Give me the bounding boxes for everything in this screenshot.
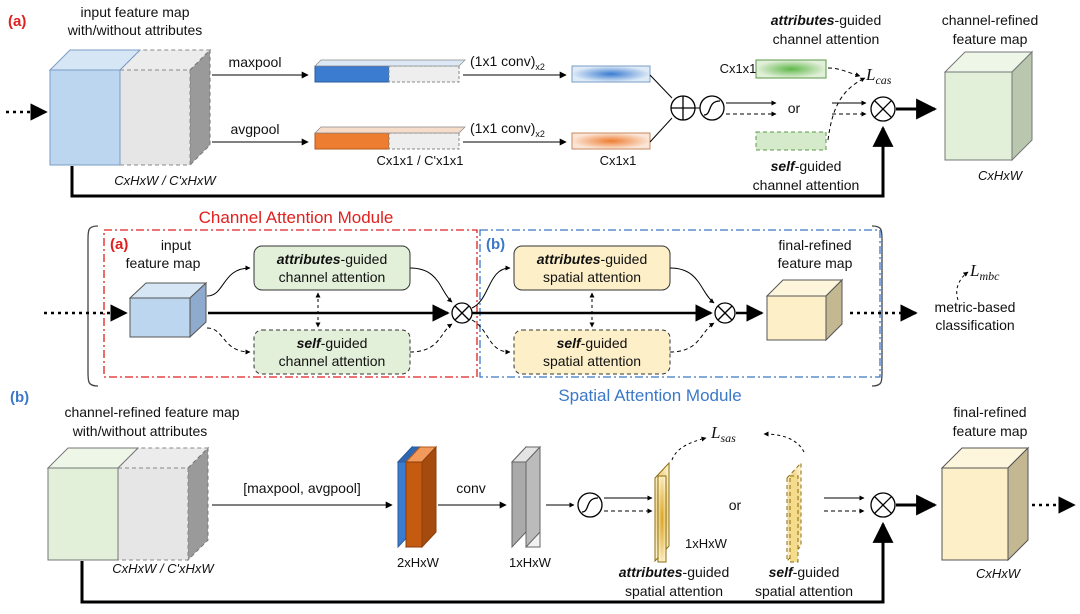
ov-input-label-2: feature map <box>126 255 201 271</box>
attr-spatial-title-2: spatial attention <box>625 583 723 599</box>
overview-left-bracket <box>87 225 99 387</box>
conv-label-b: conv <box>456 480 486 496</box>
ov-self-spatial-2: spatial attention <box>543 353 641 369</box>
avgpool-label: avgpool <box>230 121 279 137</box>
pool-label: [maxpool, avgpool] <box>243 480 361 496</box>
panel-b: (b) channel-refined feature map with/wit… <box>10 389 1076 604</box>
conv-top-label: (1x1 conv)x2 <box>470 53 545 72</box>
sam-box <box>479 229 881 378</box>
cam-title: Channel Attention Module <box>199 208 394 227</box>
panel-b-input-dims: CxHxW / C'xHxW <box>112 561 215 576</box>
overview-right-bracket <box>871 225 883 387</box>
self-channel-title-2: channel attention <box>753 177 860 193</box>
ov-self-spatial-1: self-guided <box>557 335 628 351</box>
cam-box <box>103 229 478 378</box>
panel-a-tag: (a) <box>8 13 26 30</box>
conv-map <box>510 445 542 549</box>
self-channel-vector <box>755 131 827 151</box>
ov-attr-channel-2: channel attention <box>279 269 386 285</box>
elementwise-product-icon-b <box>870 492 896 518</box>
panel-a-skip-connection <box>70 125 894 198</box>
maxpool-vector <box>314 59 466 83</box>
ov-self-channel-1: self-guided <box>297 335 368 351</box>
panel-a: (a) input feature map with/without attri… <box>6 4 1039 198</box>
avgpool-conv-output <box>571 132 651 150</box>
attr-channel-vector <box>755 59 827 79</box>
panel-b-skip-connection <box>80 521 894 604</box>
or-label-a: or <box>788 100 801 116</box>
self-channel-title-1: self-guided <box>771 158 842 174</box>
self-spatial-map <box>786 461 802 563</box>
attr-channel-title-1: attributes-guided <box>771 12 882 28</box>
maxpool-conv-output <box>571 65 651 83</box>
metric-label-1: metric-based <box>935 299 1016 315</box>
self-spatial-title-2: spatial attention <box>755 583 853 599</box>
attr-spatial-map <box>654 461 670 563</box>
self-spatial-title-1: self-guided <box>769 564 840 580</box>
panel-a-out-label-1: channel-refined <box>942 12 1039 28</box>
ov-final-label-2: feature map <box>778 255 853 271</box>
attn-dims-b: 1xHxW <box>685 536 728 551</box>
ov-product-icon-1 <box>451 302 473 324</box>
ov-self-channel-2: channel attention <box>279 353 386 369</box>
ov-attr-spatial-2: spatial attention <box>543 269 641 285</box>
conv-dims-b: 1xHxW <box>509 555 552 570</box>
loss-mbc: Lmbc <box>969 261 1000 283</box>
overview: Channel Attention Module Spatial Attenti… <box>44 208 1015 405</box>
loss-cas: Lcas <box>865 65 892 87</box>
metric-label-2: classification <box>935 317 1014 333</box>
panel-b-input-label-1: channel-refined feature map <box>64 404 239 420</box>
elementwise-sum-icon <box>670 95 696 121</box>
ov-self-spatial-box <box>513 329 671 375</box>
ov-input-cube <box>128 281 208 339</box>
ov-input-label-1: input <box>161 237 191 253</box>
sigmoid-icon-b <box>577 492 603 518</box>
panel-a-input-dims: CxHxW / C'xHxW <box>114 173 217 188</box>
ov-self-channel-box <box>253 329 411 375</box>
attr-channel-title-2: channel attention <box>773 31 880 47</box>
conv-out-dims: Cx1x1 <box>600 153 637 168</box>
sam-title: Spatial Attention Module <box>558 386 741 405</box>
panel-b-input-label-2: with/without attributes <box>72 423 208 439</box>
panel-a-input-label-2: with/without attributes <box>67 22 203 38</box>
panel-b-out-label-2: feature map <box>953 423 1028 439</box>
attr-dims: Cx1x1 <box>720 61 757 76</box>
panel-a-out-dims: CxHxW <box>978 168 1024 183</box>
panel-a-input-cube <box>48 48 212 167</box>
or-label-b: or <box>729 497 742 513</box>
pooled-dims: Cx1x1 / C'x1x1 <box>376 153 463 168</box>
pooled-dims-b: 2xHxW <box>397 555 440 570</box>
avgpool-vector <box>314 126 466 150</box>
channel-refined-cube <box>943 50 1034 162</box>
ov-product-icon-2 <box>714 302 736 324</box>
final-refined-cube <box>940 446 1030 562</box>
panel-b-out-label-1: final-refined <box>953 404 1026 420</box>
pooled-maps <box>396 445 438 549</box>
panel-a-out-label-2: feature map <box>953 31 1028 47</box>
loss-sas: Lsas <box>710 423 736 445</box>
ov-final-cube <box>765 278 844 342</box>
panel-b-out-dims: CxHxW <box>976 566 1022 581</box>
attr-spatial-title-1: attributes-guided <box>619 564 730 580</box>
elementwise-product-icon-a <box>870 96 896 122</box>
overview-tag-b: (b) <box>486 236 505 253</box>
panel-b-tag: (b) <box>10 389 29 406</box>
conv-bottom-label: (1x1 conv)x2 <box>470 120 545 139</box>
sigmoid-icon <box>699 95 725 121</box>
ov-final-label-1: final-refined <box>778 237 851 253</box>
panel-a-input-label-1: input feature map <box>81 4 190 20</box>
overview-tag-a: (a) <box>110 236 128 253</box>
ov-attr-channel-1: attributes-guided <box>277 251 388 267</box>
ov-attr-spatial-1: attributes-guided <box>537 251 648 267</box>
panel-b-input-cube <box>46 446 210 562</box>
maxpool-label: maxpool <box>229 54 282 70</box>
